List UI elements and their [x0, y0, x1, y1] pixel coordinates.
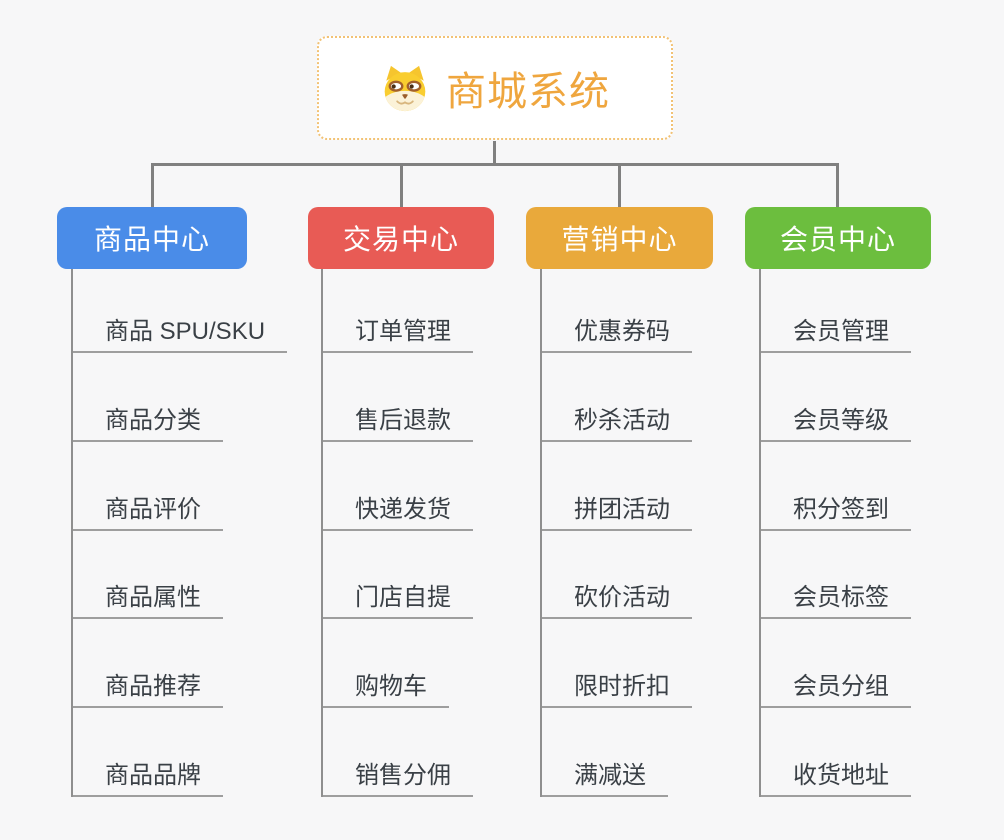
leaf-node[interactable]: 优惠券码 — [542, 269, 692, 353]
leaf-node[interactable]: 会员分组 — [761, 619, 911, 709]
branch-member-center[interactable]: 会员中心 — [745, 207, 931, 269]
dog-face-icon — [384, 65, 426, 111]
leaf-node[interactable]: 商品推荐 — [73, 619, 223, 709]
leaf-node[interactable]: 商品品牌 — [73, 708, 223, 797]
leaf-node[interactable]: 会员标签 — [761, 531, 911, 620]
leaf-column-product: 商品 SPU/SKU 商品分类 商品评价 商品属性 商品推荐 商品品牌 — [71, 269, 288, 797]
connector-branch-stub — [151, 165, 154, 207]
leaf-node[interactable]: 会员管理 — [761, 269, 911, 353]
leaf-node[interactable]: 商品评价 — [73, 442, 223, 531]
branch-product-center[interactable]: 商品中心 — [57, 207, 247, 269]
branch-trade-center[interactable]: 交易中心 — [308, 207, 494, 269]
leaf-column-member: 会员管理 会员等级 积分签到 会员标签 会员分组 收货地址 — [759, 269, 911, 797]
leaf-node[interactable]: 积分签到 — [761, 442, 911, 531]
leaf-column-trade: 订单管理 售后退款 快递发货 门店自提 购物车 销售分佣 — [321, 269, 473, 797]
leaf-node[interactable]: 收货地址 — [761, 708, 911, 797]
leaf-node[interactable]: 商品属性 — [73, 531, 223, 620]
branch-label: 会员中心 — [779, 224, 896, 255]
connector-root-stub — [493, 141, 496, 164]
branch-marketing-center[interactable]: 营销中心 — [526, 207, 713, 269]
leaf-node[interactable]: 拼团活动 — [542, 442, 692, 531]
branch-label: 商品中心 — [93, 224, 210, 255]
leaf-node[interactable]: 满减送 — [542, 708, 668, 797]
leaf-node[interactable]: 快递发货 — [323, 442, 473, 531]
leaf-node[interactable]: 购物车 — [323, 619, 449, 709]
leaf-node[interactable]: 售后退款 — [323, 353, 473, 442]
connector-branch-stub — [400, 165, 403, 207]
leaf-node[interactable]: 商品分类 — [73, 353, 223, 442]
leaf-node[interactable]: 销售分佣 — [323, 708, 473, 797]
branch-label: 营销中心 — [561, 224, 678, 255]
leaf-node[interactable]: 商品 SPU/SKU — [73, 269, 288, 353]
branch-label: 交易中心 — [342, 224, 459, 255]
leaf-node[interactable]: 砍价活动 — [542, 531, 692, 620]
connector-branch-stub — [836, 165, 839, 207]
leaf-node[interactable]: 秒杀活动 — [542, 353, 692, 442]
leaf-node[interactable]: 门店自提 — [323, 531, 473, 620]
leaf-node[interactable]: 会员等级 — [761, 353, 911, 442]
leaf-node[interactable]: 订单管理 — [323, 269, 473, 353]
connector-branch-stub — [618, 165, 621, 207]
root-node-mall-system[interactable]: 商城系统 — [317, 36, 673, 140]
connector-trunk — [151, 163, 839, 166]
leaf-column-marketing: 优惠券码 秒杀活动 拼团活动 砍价活动 限时折扣 满减送 — [540, 269, 692, 797]
root-node-title: 商城系统 — [446, 70, 610, 114]
leaf-node[interactable]: 限时折扣 — [542, 619, 692, 709]
